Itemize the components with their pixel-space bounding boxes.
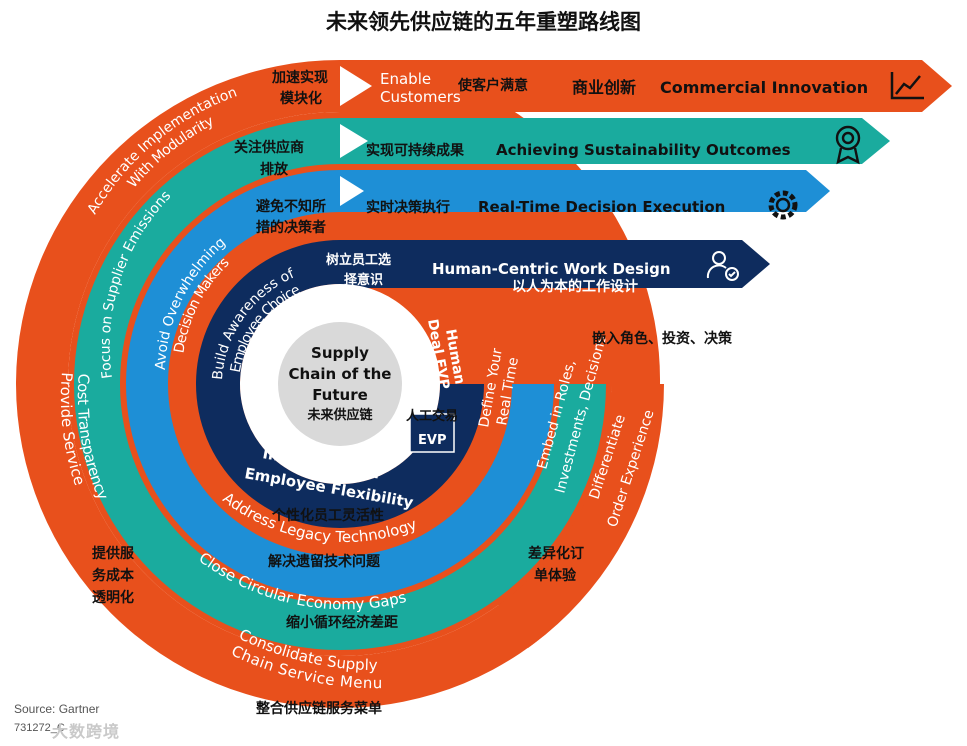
- watermark: 大数跨境: [52, 722, 121, 741]
- enable-en-2: Customers: [380, 88, 461, 106]
- center-line2: Chain of the: [289, 365, 392, 383]
- center-hub: [278, 322, 402, 446]
- supplier-cn-1: 关注供应商: [234, 139, 304, 156]
- circular-cn: 缩小循环经济差距: [286, 614, 398, 631]
- arrow-sustainability[interactable]: [340, 118, 890, 164]
- gear-icon: [768, 190, 798, 220]
- figure-id: 731272_C: [14, 722, 65, 734]
- legacy-cn: 解决遗留技术问题: [268, 553, 381, 570]
- human-cn: 以人为本的工作设计: [512, 278, 638, 295]
- indiv-cn: 个性化员工灵活性: [271, 507, 384, 524]
- human-en: Human-Centric Work Design: [432, 260, 671, 278]
- provide-cn-1: 提供服: [92, 545, 135, 562]
- enable-cn: 使客户满意: [457, 77, 528, 94]
- accel-cn-2: 模块化: [280, 90, 322, 107]
- user-check-icon: [706, 251, 739, 281]
- award-medal-icon: [835, 125, 861, 165]
- navy-ring: [196, 240, 484, 528]
- commercial-en: Commercial Innovation: [660, 78, 868, 97]
- arrow-commercial-innovation[interactable]: [340, 60, 952, 112]
- avoid-cn-1: 避免不知所: [256, 198, 326, 215]
- diff-cn-2: 单体验: [534, 567, 577, 584]
- realtime-cn: 实时决策执行: [366, 199, 450, 216]
- accel-cn-1: 加速实现: [271, 69, 328, 86]
- sustain-cn: 实现可持续成果: [366, 142, 465, 159]
- provide-cn-2: 务成本: [92, 567, 135, 584]
- evp-box: [409, 413, 455, 453]
- provide-cn-3: 透明化: [92, 589, 134, 606]
- build-cn-1: 树立员工选: [326, 252, 391, 268]
- sustain-en: Achieving Sustainability Outcomes: [496, 141, 791, 159]
- commercial-cn: 商业创新: [572, 78, 636, 97]
- realtime-en: Real-Time Decision Execution: [478, 198, 725, 216]
- supplier-cn-2: 排放: [260, 161, 289, 178]
- diff-cn-1: 差异化订: [528, 545, 584, 562]
- evp-label: EVP: [418, 433, 446, 448]
- center-line3: Future: [312, 386, 368, 404]
- arrow-human-centric[interactable]: [340, 240, 770, 288]
- source-note: Source: Gartner: [14, 702, 100, 716]
- build-cn-2: 择意识: [344, 272, 383, 288]
- center-cn: 未来供应链: [306, 407, 373, 423]
- page-title: 未来领先供应链的五年重塑路线图: [326, 10, 641, 34]
- center-line1: Supply: [311, 344, 369, 362]
- enable-en-1: Enable: [380, 70, 431, 88]
- embed-cn: 嵌入角色、投资、决策: [592, 330, 733, 347]
- line-chart-icon: [890, 72, 924, 100]
- avoid-cn-2: 措的决策者: [256, 219, 326, 236]
- arrow-real-time-decision[interactable]: [340, 170, 830, 212]
- consolidate-cn: 整合供应链服务菜单: [255, 700, 382, 717]
- human-deal-cn: 人工交易: [406, 408, 458, 424]
